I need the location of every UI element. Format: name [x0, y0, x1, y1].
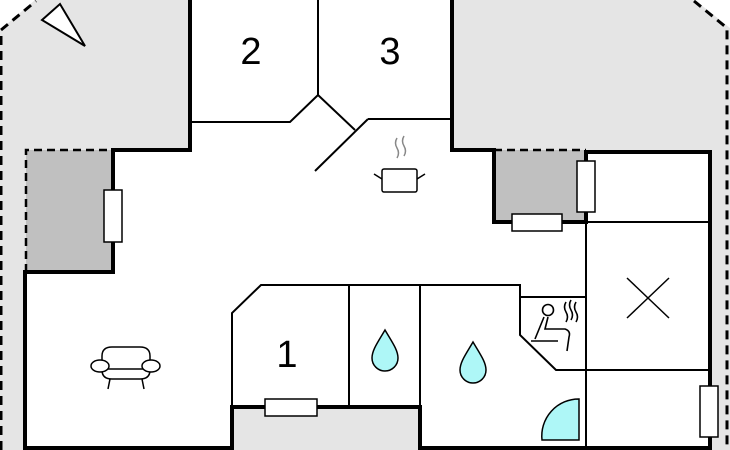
terrace-left	[26, 150, 113, 272]
room-label-2: 2	[240, 31, 261, 73]
compass-north-icon	[40, 2, 86, 47]
room-label-3: 3	[379, 31, 400, 73]
shower-door-icon	[541, 398, 580, 441]
kitchen-pot-icon	[373, 135, 426, 193]
terrace-right	[494, 150, 586, 222]
shower-drop-icon	[371, 328, 399, 372]
sauna-icon	[531, 299, 579, 352]
sofa-icon	[90, 346, 161, 390]
room-label-1: 1	[276, 334, 297, 376]
shower-drop-icon	[459, 340, 487, 384]
window-icon	[103, 160, 719, 438]
interior-walls	[190, 0, 710, 448]
interior	[25, 0, 710, 448]
exterior-walls	[23, 0, 712, 450]
cross-icon	[626, 277, 670, 319]
